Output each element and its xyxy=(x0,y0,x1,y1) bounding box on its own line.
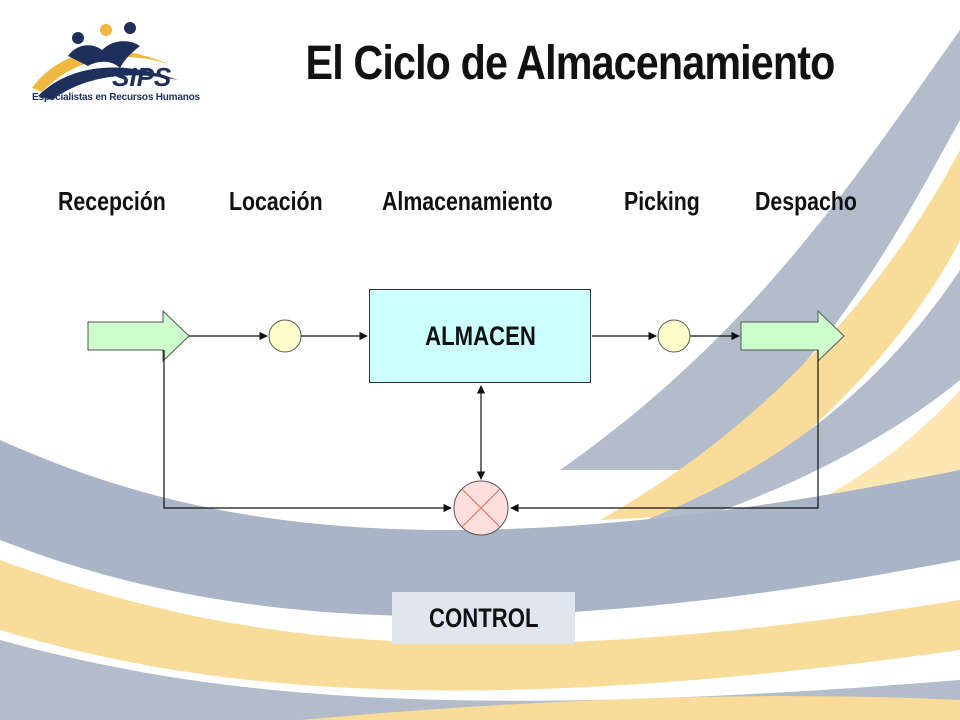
swoosh-blue-mid xyxy=(520,270,960,560)
storage-box: ALMACEN xyxy=(369,289,591,383)
swoosh-yellow-upper xyxy=(600,150,960,520)
swoosh-yellow-bottom xyxy=(0,560,960,691)
swoosh-yellow-base xyxy=(300,696,960,720)
storage-label: ALMACEN xyxy=(424,320,536,351)
flow-node-picking xyxy=(657,319,691,353)
feedback-line-right xyxy=(510,350,819,513)
logo-swoosh-gold xyxy=(32,50,168,92)
stage-label-locacion: Locación xyxy=(229,186,323,216)
output-arrow xyxy=(740,309,845,363)
logo-wordmark: SIPS xyxy=(112,62,172,92)
control-label-box: CONTROL xyxy=(392,592,575,644)
stage-label-almacenamiento: Almacenamiento xyxy=(382,186,553,216)
stage-label-despacho: Despacho xyxy=(755,186,857,216)
input-arrow xyxy=(87,309,190,363)
feedback-line-left xyxy=(163,350,452,513)
logo-figure-body xyxy=(68,41,140,68)
logo-tagline: Especialistas en Recursos Humanos xyxy=(32,92,200,103)
logo-swoosh-blue xyxy=(38,67,178,100)
swoosh-blue-bottom xyxy=(0,440,960,617)
page-title: El Ciclo de Almacenamiento xyxy=(305,37,836,90)
logo-figure-head-3 xyxy=(124,22,136,34)
flow-node-locacion xyxy=(268,319,302,353)
logo-figure-head-1 xyxy=(72,32,84,44)
stage-label-recepcion: Recepción xyxy=(58,186,166,216)
logo-figure-head-2 xyxy=(100,24,112,36)
control-node-cross-2 xyxy=(461,488,501,528)
sips-logo: SIPS xyxy=(32,22,178,100)
stage-label-picking: Picking xyxy=(624,186,700,216)
swoosh-blue-upper xyxy=(560,30,960,470)
control-label: CONTROL xyxy=(428,602,539,633)
